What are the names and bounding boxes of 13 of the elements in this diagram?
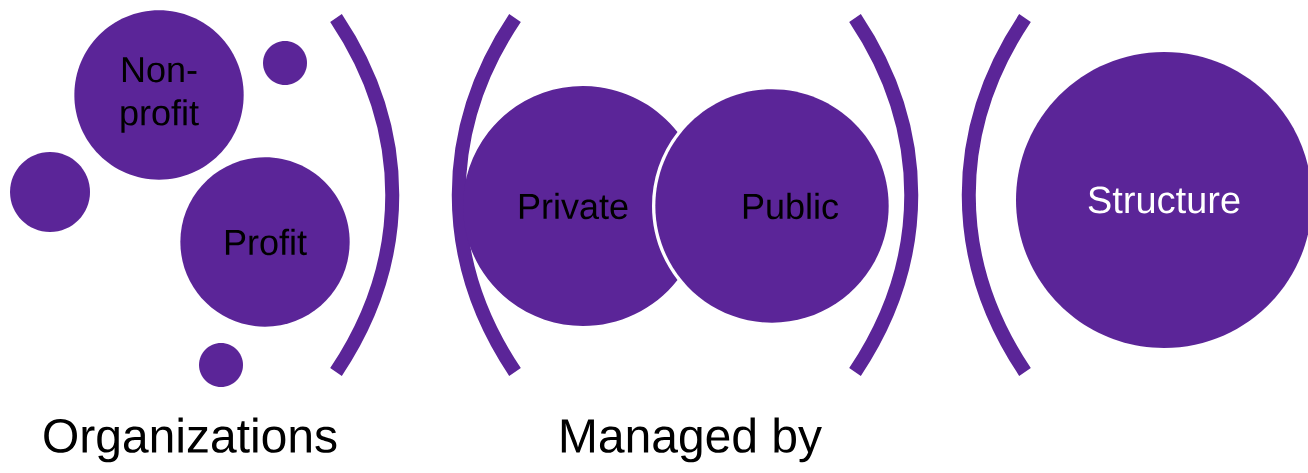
circle-label: Public xyxy=(743,192,839,220)
dot xyxy=(263,41,307,85)
circle-label: Structure xyxy=(1088,186,1240,214)
circle-label: Non-profit xyxy=(121,57,199,133)
circle xyxy=(180,157,350,327)
circle-label: Profit xyxy=(225,228,307,256)
dot xyxy=(10,152,90,232)
caption-label: Organizations xyxy=(44,417,337,463)
dot xyxy=(199,343,243,387)
caption-label: Managed by xyxy=(561,417,822,463)
circle-label: Private xyxy=(519,192,628,220)
circle xyxy=(74,10,244,180)
circle xyxy=(655,89,889,323)
